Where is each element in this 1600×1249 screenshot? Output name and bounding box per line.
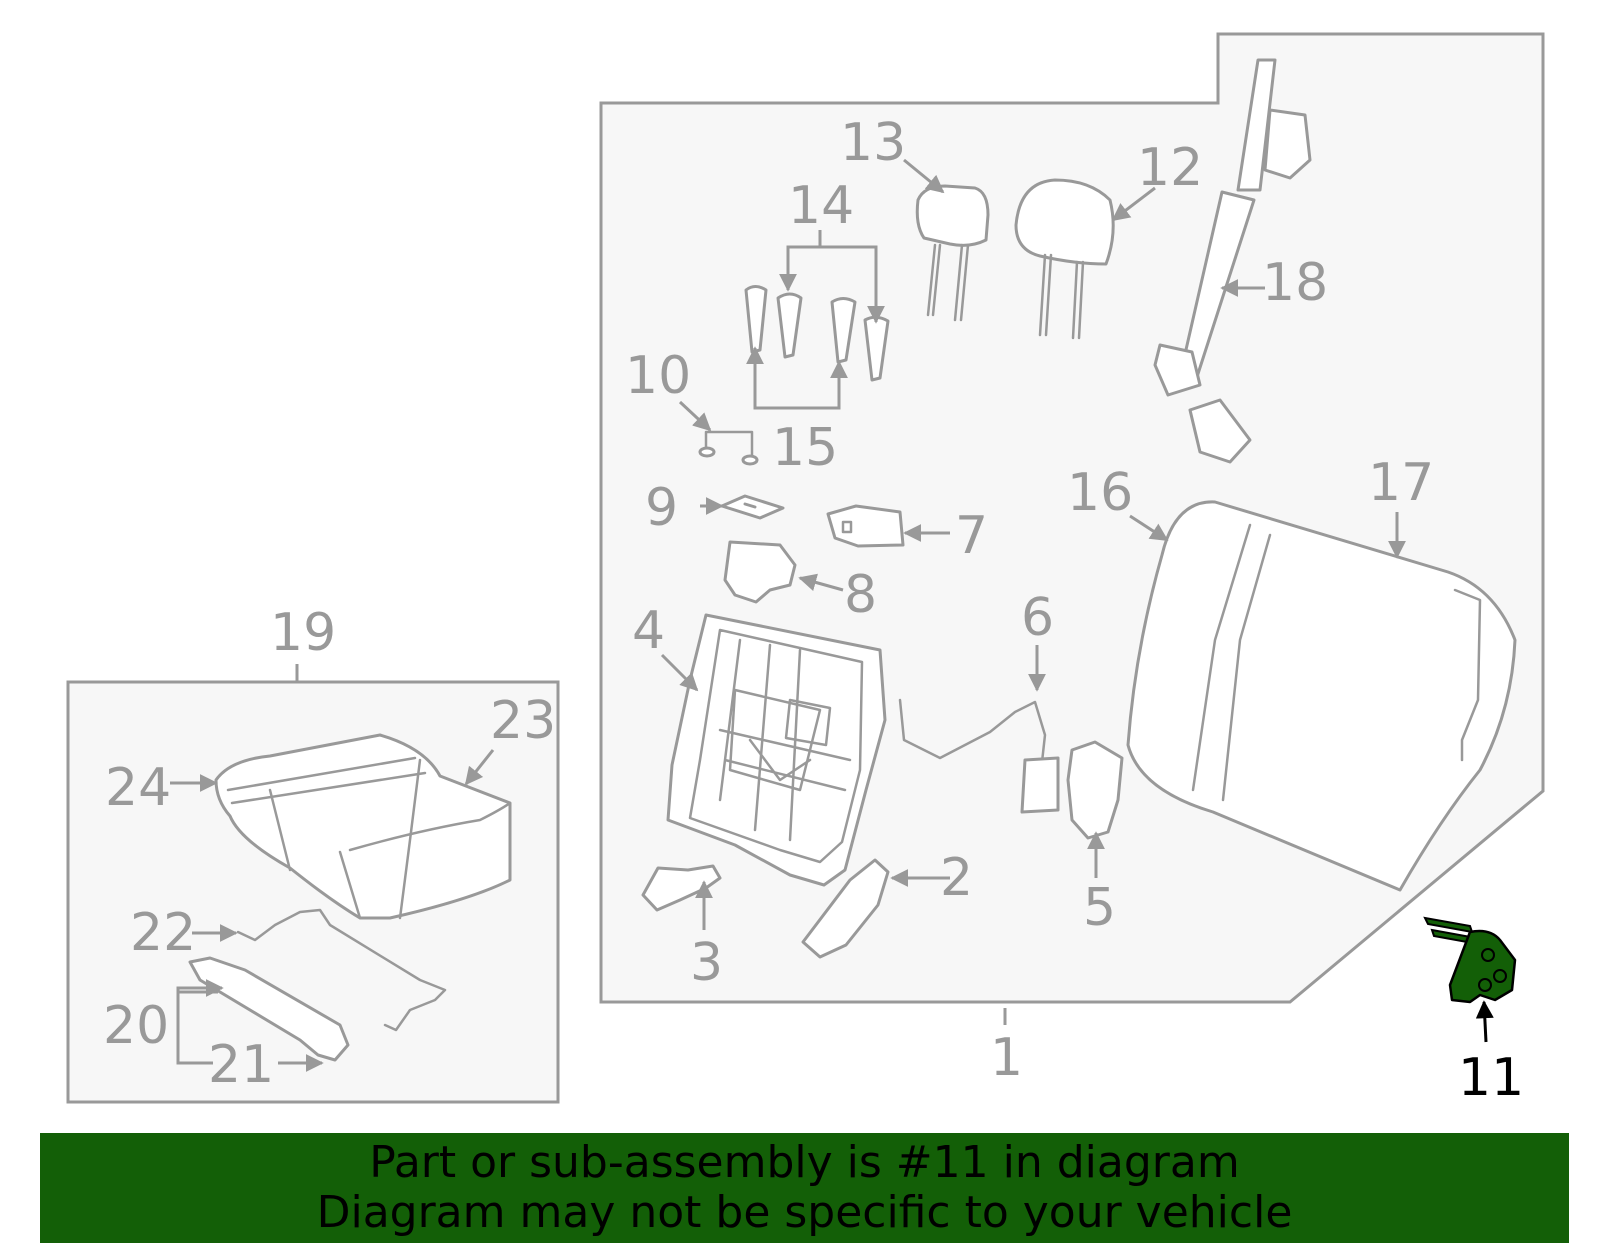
headrest-12[interactable] [1014, 178, 1115, 340]
callout-17: 17 [1368, 453, 1434, 513]
highlighted-part-11[interactable] [1423, 916, 1517, 1004]
cover-9[interactable] [720, 494, 785, 520]
callout-12: 12 [1137, 138, 1203, 198]
callout-10: 10 [625, 346, 691, 406]
callout-21: 21 [208, 1035, 274, 1095]
callout-9: 9 [645, 478, 678, 538]
callout-14: 14 [788, 176, 854, 236]
seat-belt-18[interactable] [1153, 58, 1312, 464]
bracket-2[interactable] [801, 858, 890, 959]
callout-23: 23 [490, 691, 556, 751]
callout-2: 2 [940, 848, 973, 908]
banner-line-1: Part or sub-assembly is #11 in diagram [369, 1137, 1240, 1188]
callout-6: 6 [1021, 588, 1054, 648]
callout-22: 22 [130, 903, 196, 963]
callout-16: 16 [1067, 463, 1133, 523]
callout-5: 5 [1083, 878, 1116, 938]
callout-19: 19 [270, 603, 336, 663]
callout-24: 24 [105, 758, 171, 818]
bezel-7[interactable] [826, 504, 905, 548]
callout-3: 3 [690, 933, 723, 993]
callout-labels: 1 2 3 4 5 6 7 8 9 10 11 12 13 14 15 16 1… [103, 113, 1524, 1108]
rod-22[interactable] [236, 908, 447, 1032]
bracket-20-21[interactable] [188, 956, 350, 1062]
callout-13: 13 [840, 113, 906, 173]
bracket-3[interactable] [641, 864, 722, 912]
callout-4: 4 [632, 601, 665, 661]
callout-20: 20 [103, 996, 169, 1056]
callout-18: 18 [1262, 253, 1328, 313]
callout-7: 7 [955, 506, 988, 566]
part-notice-banner: Part or sub-assembly is #11 in diagram D… [40, 1133, 1569, 1243]
seat-cushion-23-24[interactable] [214, 733, 512, 920]
clip-10[interactable] [698, 430, 759, 466]
banner-line-2: Diagram may not be specific to your vehi… [316, 1187, 1293, 1238]
seat-frame-4[interactable] [666, 613, 887, 887]
callout-1: 1 [990, 1028, 1023, 1088]
bracket-5[interactable] [1066, 740, 1124, 840]
callout-15: 15 [772, 418, 838, 478]
callout-11: 11 [1458, 1048, 1524, 1108]
guide-pins[interactable] [744, 285, 890, 382]
harness-6[interactable] [898, 698, 1047, 782]
seatback-16-17[interactable] [1126, 500, 1517, 892]
callout-8: 8 [844, 565, 877, 625]
leader-lines [170, 158, 1494, 1072]
cover-8[interactable] [723, 540, 797, 604]
